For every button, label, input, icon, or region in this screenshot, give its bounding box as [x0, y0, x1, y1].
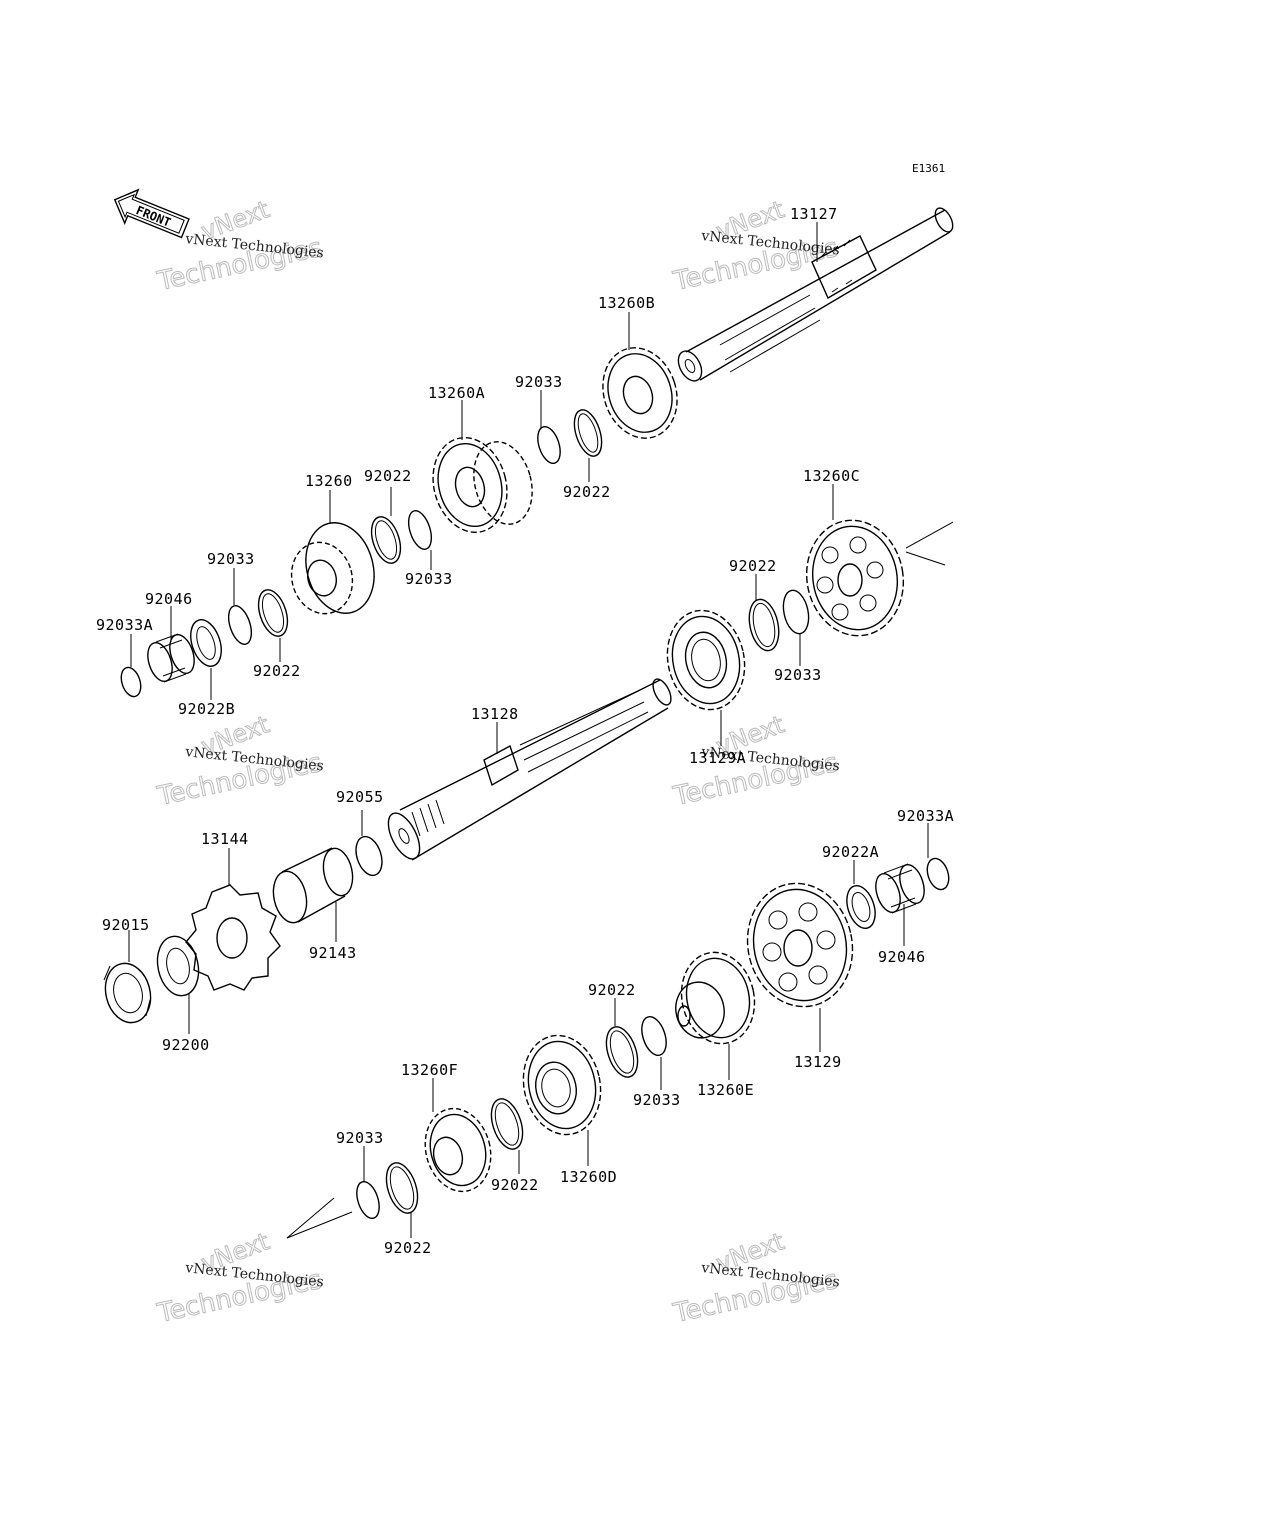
- watermark-top-left: vNext Technologies vNext Technologies: [154, 195, 326, 298]
- washer-92022-bottom: [385, 1162, 419, 1214]
- washer-92022-d: [490, 1098, 524, 1150]
- circlip-92033-left: [227, 605, 253, 645]
- label-92022-left: 92022: [253, 662, 301, 680]
- label-92033-bottom: 92033: [336, 1129, 384, 1147]
- diagram-code: E1361: [912, 162, 945, 175]
- circlip-92033A-left: [120, 666, 142, 698]
- label-92033-e: 92033: [633, 1091, 681, 1109]
- label-92022-mid: 92022: [364, 467, 412, 485]
- sprocket-13144: [185, 884, 281, 991]
- circlip-92033-bottom: [356, 1180, 380, 1220]
- label-13260D: 13260D: [560, 1168, 617, 1186]
- watermark-bottom-right: vNext Technologies vNext Technologies: [670, 1227, 842, 1330]
- label-13260E: 13260E: [697, 1081, 754, 1099]
- label-92033-mid: 92033: [405, 570, 453, 588]
- front-arrow-icon: FRONT: [113, 188, 190, 239]
- washer-92022-mid: [370, 516, 402, 564]
- circlip-92033A-right: [926, 857, 950, 891]
- label-13144: 13144: [201, 830, 249, 848]
- label-13260: 13260: [305, 472, 353, 490]
- watermark-bottom-left: vNext Technologies vNext Technologies: [154, 1227, 326, 1330]
- label-92046-right: 92046: [878, 948, 926, 966]
- label-92046-left: 92046: [145, 590, 193, 608]
- gear-13260F: [424, 1107, 492, 1193]
- label-92033-top: 92033: [515, 373, 563, 391]
- leader-lines: [128, 222, 929, 1238]
- gear-13260B: [602, 347, 678, 439]
- output-shaft-13128: [387, 678, 672, 861]
- label-92022-e: 92022: [588, 981, 636, 999]
- label-92033-left: 92033: [207, 550, 255, 568]
- label-92033A-right: 92033A: [897, 807, 954, 825]
- circlip-92033-e: [641, 1015, 667, 1057]
- lockwasher-92200: [156, 935, 200, 997]
- circlip-92033-right: [782, 589, 810, 635]
- oring-92055: [355, 835, 383, 877]
- label-92015: 92015: [102, 916, 150, 934]
- label-13128: 13128: [471, 705, 519, 723]
- label-92022-d: 92022: [491, 1176, 539, 1194]
- label-92200: 92200: [162, 1036, 210, 1054]
- washer-92022A: [846, 884, 876, 930]
- washer-92022-left: [257, 589, 289, 637]
- nut-92015: [103, 962, 152, 1024]
- label-13260B: 13260B: [598, 294, 655, 312]
- gear-13260E: [675, 951, 756, 1045]
- gear-13129A: [666, 609, 746, 711]
- collar-92143: [272, 847, 354, 924]
- needle-bearing-92046-left: [147, 633, 195, 683]
- label-13129A: 13129A: [689, 749, 746, 767]
- label-92033A-left: 92033A: [96, 616, 153, 634]
- needle-bearing-92046-right: [875, 863, 925, 914]
- washer-92022B: [190, 619, 222, 667]
- label-13260C: 13260C: [803, 467, 860, 485]
- label-92022B: 92022B: [178, 700, 235, 718]
- label-92022-bottom: 92022: [384, 1239, 432, 1257]
- gear-13260C: [805, 519, 905, 637]
- label-92055: 92055: [336, 788, 384, 806]
- label-92022A: 92022A: [822, 843, 879, 861]
- part-labels: 13127 13260B 92033 13260A 92022 92022 13…: [96, 205, 954, 1257]
- washer-92022-right: [748, 598, 780, 652]
- label-13260A: 13260A: [428, 384, 485, 402]
- label-13127: 13127: [790, 205, 838, 223]
- gear-13260: [290, 522, 375, 615]
- gear-13260D: [522, 1034, 602, 1136]
- washer-92022-e: [605, 1026, 639, 1078]
- circlip-92033-top: [537, 425, 561, 465]
- label-92022-top-right: 92022: [563, 483, 611, 501]
- washer-92022-top: [573, 409, 603, 457]
- label-92033-right: 92033: [774, 666, 822, 684]
- watermark-mid-left: vNext Technologies vNext Technologies: [154, 710, 326, 813]
- label-92022-right: 92022: [729, 557, 777, 575]
- circlip-92033-mid: [407, 510, 433, 550]
- label-92143: 92143: [309, 944, 357, 962]
- gear-13129: [746, 882, 854, 1008]
- gear-13260A: [432, 437, 533, 533]
- input-shaft-13127: [677, 207, 954, 382]
- label-13129: 13129: [794, 1053, 842, 1071]
- label-13260F: 13260F: [401, 1061, 458, 1079]
